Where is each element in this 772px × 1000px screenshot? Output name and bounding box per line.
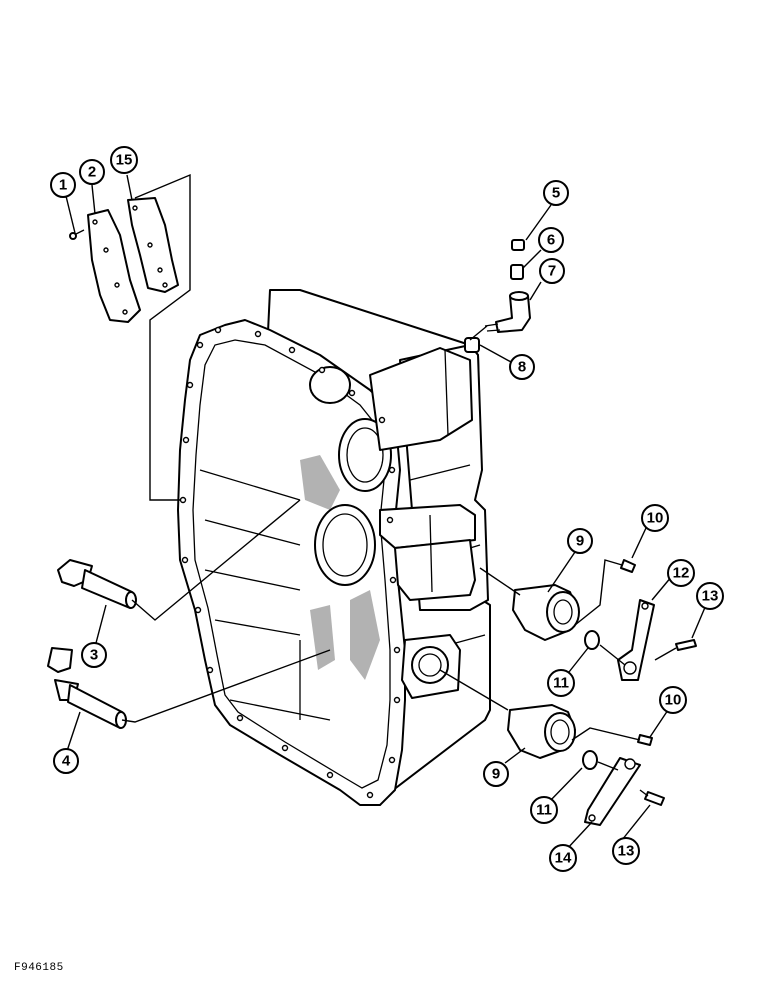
svg-text:13: 13	[702, 588, 719, 605]
svg-text:9: 9	[576, 533, 584, 550]
svg-text:8: 8	[518, 359, 526, 376]
callout-13-upper: 13	[696, 582, 724, 610]
callout-9-lower: 9	[483, 761, 509, 787]
callout-2: 2	[79, 159, 105, 185]
bolt-10-upper	[620, 559, 636, 573]
callout-12: 12	[667, 559, 695, 587]
callout-15: 15	[110, 146, 138, 174]
elbow-fitting-7	[484, 291, 531, 333]
svg-text:7: 7	[548, 263, 556, 280]
svg-text:12: 12	[673, 565, 690, 582]
svg-text:1: 1	[59, 177, 67, 194]
callout-1: 1	[50, 172, 76, 198]
housing-9-lower	[507, 704, 576, 759]
callout-7: 7	[539, 258, 565, 284]
lever-14	[584, 757, 641, 826]
figure-id-label: F946185	[14, 962, 64, 974]
svg-text:6: 6	[547, 232, 555, 249]
callout-10-lower: 10	[659, 686, 687, 714]
callout-5: 5	[543, 180, 569, 206]
callout-14: 14	[549, 844, 577, 872]
pin-13-upper	[675, 639, 697, 651]
flange-bolt-holes	[179, 326, 401, 799]
callout-3: 3	[81, 642, 107, 668]
gasket-15	[127, 197, 179, 293]
shift-shaft-4	[47, 647, 127, 729]
svg-text:10: 10	[665, 692, 682, 709]
callout-6: 6	[538, 227, 564, 253]
sleeve-6	[510, 264, 524, 280]
svg-text:11: 11	[553, 675, 569, 692]
cap-5	[511, 239, 525, 251]
svg-text:13: 13	[618, 843, 635, 860]
callout-4: 4	[53, 748, 79, 774]
shift-shaft-3	[57, 559, 137, 609]
callout-leaders	[65, 174, 707, 851]
transmission-housing	[177, 289, 491, 806]
svg-text:15: 15	[116, 152, 133, 169]
callout-11-lower: 11	[530, 796, 558, 824]
o-ring-11-lower	[582, 750, 598, 770]
svg-text:9: 9	[492, 766, 500, 783]
callout-9-upper: 9	[567, 528, 593, 554]
callout-8: 8	[509, 354, 535, 380]
svg-text:10: 10	[647, 510, 664, 527]
svg-text:11: 11	[536, 802, 552, 819]
callout-11-upper: 11	[547, 669, 575, 697]
callout-13-lower: 13	[612, 837, 640, 865]
gasket-2	[87, 209, 141, 323]
o-ring-11-upper	[584, 630, 600, 650]
plug-8	[464, 337, 480, 353]
svg-text:4: 4	[62, 753, 71, 770]
lever-12	[617, 599, 655, 681]
svg-text:2: 2	[88, 164, 96, 181]
svg-text:14: 14	[555, 850, 572, 867]
screw-1	[69, 229, 85, 240]
callout-10-upper: 10	[641, 504, 669, 532]
housing-9-upper	[512, 584, 580, 641]
svg-text:5: 5	[552, 185, 560, 202]
pin-13-lower	[644, 791, 665, 806]
gasket-assembly-line	[134, 173, 191, 501]
svg-text:3: 3	[90, 647, 98, 664]
